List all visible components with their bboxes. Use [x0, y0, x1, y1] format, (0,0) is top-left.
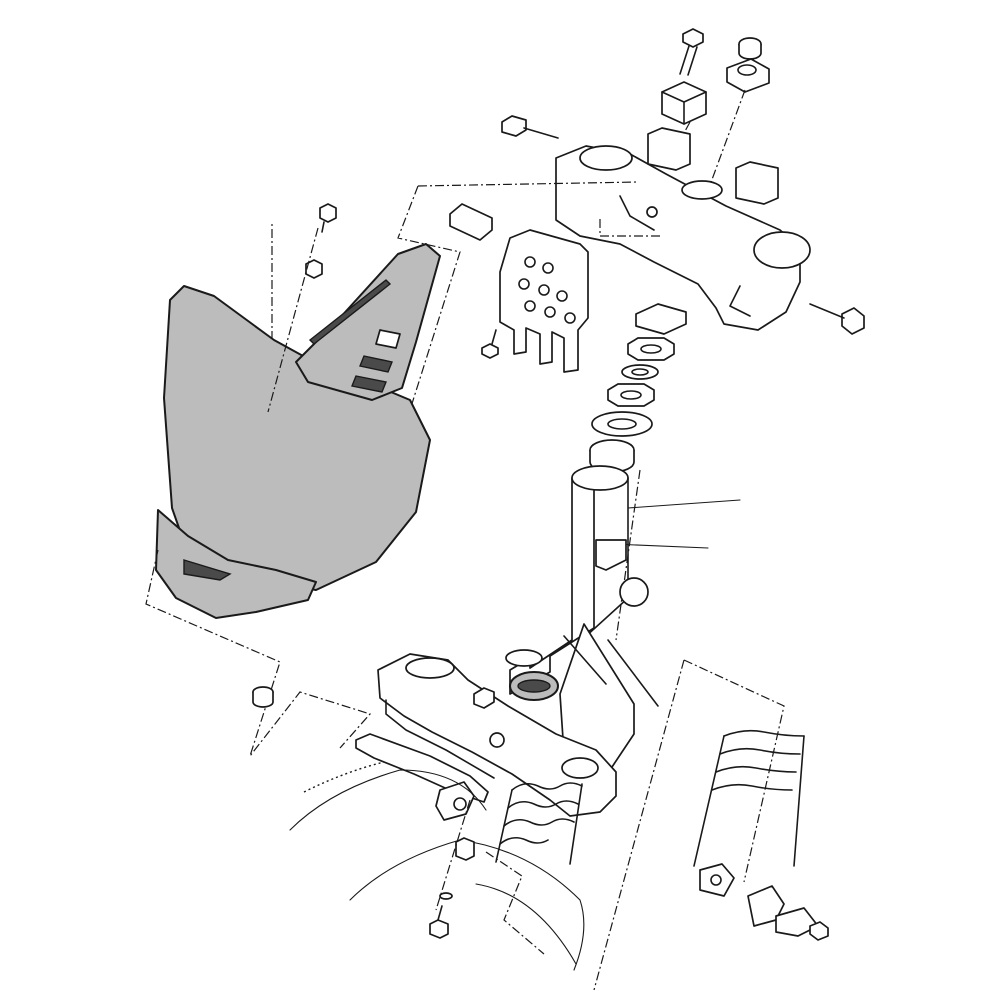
bolt	[319, 203, 337, 233]
ring-nut	[627, 337, 675, 361]
number-plate	[155, 243, 441, 619]
bearing	[505, 649, 543, 667]
front-fender	[289, 761, 585, 971]
leader-line	[615, 469, 641, 641]
dust-seal	[591, 411, 653, 437]
fork-boot	[693, 729, 805, 867]
washer	[621, 364, 659, 380]
steering-stem-nut	[726, 58, 770, 93]
clip	[747, 885, 819, 937]
bolt	[595, 539, 627, 571]
brake-hose-guide	[355, 733, 489, 821]
fork-boot	[495, 782, 583, 865]
connection-line	[145, 549, 372, 757]
steering-stem	[509, 465, 629, 695]
collar	[455, 837, 475, 861]
grommet	[252, 686, 274, 708]
ring-nut	[607, 383, 655, 407]
washer	[439, 892, 453, 900]
lower-triple-clamp	[377, 653, 617, 817]
o-ring	[619, 577, 649, 607]
leader-line	[267, 227, 319, 413]
bolt	[809, 921, 829, 941]
callout-line	[611, 499, 741, 549]
lock-washer	[635, 303, 687, 335]
handlebar-clamp	[661, 81, 707, 125]
bolt	[481, 329, 499, 359]
cap-washer	[738, 37, 762, 60]
clamp-bolt	[501, 115, 559, 139]
bracket	[499, 229, 589, 373]
leader-line	[435, 799, 545, 955]
connection-line	[271, 181, 660, 411]
top-bolt	[679, 28, 704, 76]
cable-guide	[449, 203, 493, 241]
bolt	[429, 905, 449, 939]
connection-line	[593, 659, 785, 991]
upper-triple-clamp	[555, 127, 811, 331]
clamp-bolt	[809, 303, 865, 335]
bracket	[699, 863, 735, 897]
